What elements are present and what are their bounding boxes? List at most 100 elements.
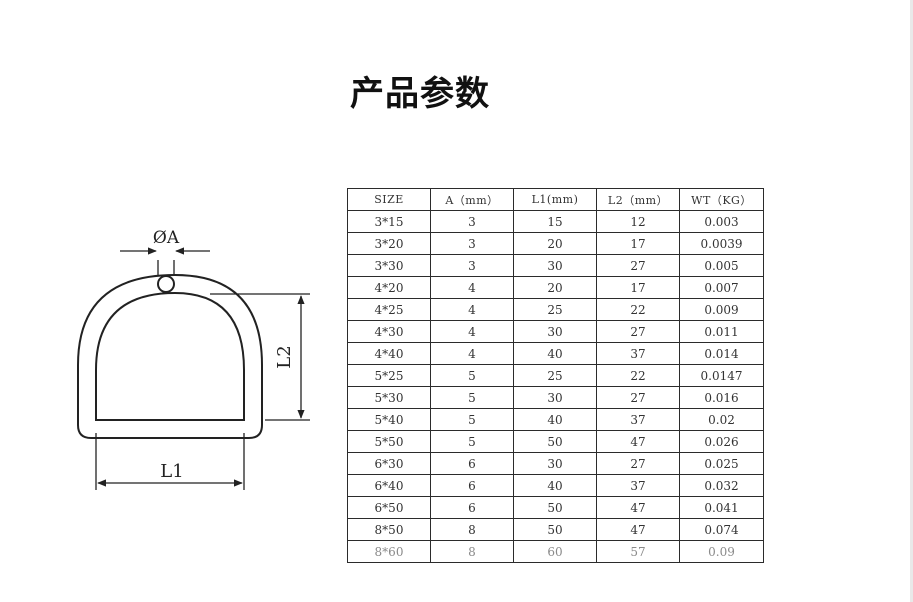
cell-a: 4 (430, 320, 514, 343)
cell-weight: 0.009 (679, 298, 764, 321)
cell-size: 3*30 (347, 254, 431, 277)
cell-l1: 30 (513, 254, 597, 277)
cell-l1: 40 (513, 342, 597, 365)
header-l2: L2（mm） (596, 188, 680, 211)
cell-l2: 27 (596, 320, 680, 343)
cell-a: 6 (430, 496, 514, 519)
height-dimension (210, 293, 310, 421)
cell-a: 4 (430, 298, 514, 321)
cell-a: 6 (430, 452, 514, 475)
cell-weight: 0.032 (679, 474, 764, 497)
cell-l1: 50 (513, 430, 597, 453)
cell-l2: 37 (596, 474, 680, 497)
cell-l2: 17 (596, 276, 680, 299)
header-l1: L1(mm) (513, 188, 597, 211)
cell-size: 5*25 (347, 364, 431, 387)
cell-l1: 30 (513, 452, 597, 475)
cell-size: 4*30 (347, 320, 431, 343)
cell-l1: 25 (513, 298, 597, 321)
cell-size: 4*40 (347, 342, 431, 365)
cell-weight: 0.003 (679, 210, 764, 233)
table-row: 8*50 8 50 47 0.074 (347, 518, 764, 541)
cell-weight: 0.0147 (679, 364, 764, 387)
table-row: 5*30 5 30 27 0.016 (347, 386, 764, 409)
cell-size: 5*40 (347, 408, 431, 431)
cell-a: 3 (430, 232, 514, 255)
cell-a: 5 (430, 430, 514, 453)
cell-l2: 27 (596, 254, 680, 277)
cell-l2: 37 (596, 408, 680, 431)
cell-weight: 0.025 (679, 452, 764, 475)
cell-a: 6 (430, 474, 514, 497)
cell-weight: 0.011 (679, 320, 764, 343)
cell-l1: 50 (513, 496, 597, 519)
cell-l1: 30 (513, 386, 597, 409)
cell-l2: 27 (596, 386, 680, 409)
cell-l2: 47 (596, 518, 680, 541)
cell-weight: 0.016 (679, 386, 764, 409)
cell-size: 6*30 (347, 452, 431, 475)
cell-l1: 40 (513, 474, 597, 497)
cell-size: 3*15 (347, 210, 431, 233)
table-header-row: SIZE A（mm） L1(mm) L2（mm） WT（KG） (347, 188, 764, 211)
cell-a: 8 (430, 540, 514, 563)
cell-a: 3 (430, 210, 514, 233)
table-row: 6*40 6 40 37 0.032 (347, 474, 764, 497)
cell-a: 4 (430, 276, 514, 299)
cell-size: 3*20 (347, 232, 431, 255)
cell-l2: 37 (596, 342, 680, 365)
cell-size: 4*25 (347, 298, 431, 321)
table-row: 3*30 3 30 27 0.005 (347, 254, 764, 277)
cell-l1: 50 (513, 518, 597, 541)
cell-a: 3 (430, 254, 514, 277)
table-row: 4*40 4 40 37 0.014 (347, 342, 764, 365)
cell-a: 5 (430, 364, 514, 387)
cell-size: 5*50 (347, 430, 431, 453)
cell-weight: 0.041 (679, 496, 764, 519)
cell-l2: 47 (596, 430, 680, 453)
d-ring-shape (77, 273, 263, 439)
table-row: 5*40 5 40 37 0.02 (347, 408, 764, 431)
table-row: 4*20 4 20 17 0.007 (347, 276, 764, 299)
spec-table: SIZE A（mm） L1(mm) L2（mm） WT（KG） 3*15 3 1… (347, 188, 764, 563)
cell-size: 8*60 (347, 540, 431, 563)
cell-weight: 0.0039 (679, 232, 764, 255)
cell-l1: 40 (513, 408, 597, 431)
table-row: 5*25 5 25 22 0.0147 (347, 364, 764, 387)
cell-weight: 0.074 (679, 518, 764, 541)
cell-l2: 17 (596, 232, 680, 255)
cell-l2: 27 (596, 452, 680, 475)
diameter-label: ØA (153, 228, 180, 248)
cell-size: 6*40 (347, 474, 431, 497)
cell-l1: 20 (513, 276, 597, 299)
table-row: 4*30 4 30 27 0.011 (347, 320, 764, 343)
cell-size: 5*30 (347, 386, 431, 409)
cell-weight: 0.014 (679, 342, 764, 365)
cell-weight: 0.02 (679, 408, 764, 431)
cell-weight: 0.005 (679, 254, 764, 277)
cell-l1: 60 (513, 540, 597, 563)
table-row: 6*50 6 50 47 0.041 (347, 496, 764, 519)
cell-size: 6*50 (347, 496, 431, 519)
header-weight: WT（KG） (679, 188, 764, 211)
cell-l2: 12 (596, 210, 680, 233)
width-dimension (95, 433, 245, 490)
cell-a: 4 (430, 342, 514, 365)
wire-circle (157, 275, 175, 293)
header-a: A（mm） (430, 188, 514, 211)
table-row: 3*20 3 20 17 0.0039 (347, 232, 764, 255)
cell-l1: 25 (513, 364, 597, 387)
d-ring-diagram: ØA L2 L1 (77, 228, 310, 490)
cell-l1: 20 (513, 232, 597, 255)
width-label: L1 (160, 461, 183, 482)
cell-weight: 0.026 (679, 430, 764, 453)
table-row: 6*30 6 30 27 0.025 (347, 452, 764, 475)
diameter-dimension (120, 247, 210, 275)
cell-weight: 0.09 (679, 540, 764, 563)
cell-l2: 22 (596, 364, 680, 387)
table-row: 5*50 5 50 47 0.026 (347, 430, 764, 453)
cell-size: 4*20 (347, 276, 431, 299)
cell-l1: 30 (513, 320, 597, 343)
cell-l1: 15 (513, 210, 597, 233)
table-row: 8*60 8 60 57 0.09 (347, 540, 764, 563)
